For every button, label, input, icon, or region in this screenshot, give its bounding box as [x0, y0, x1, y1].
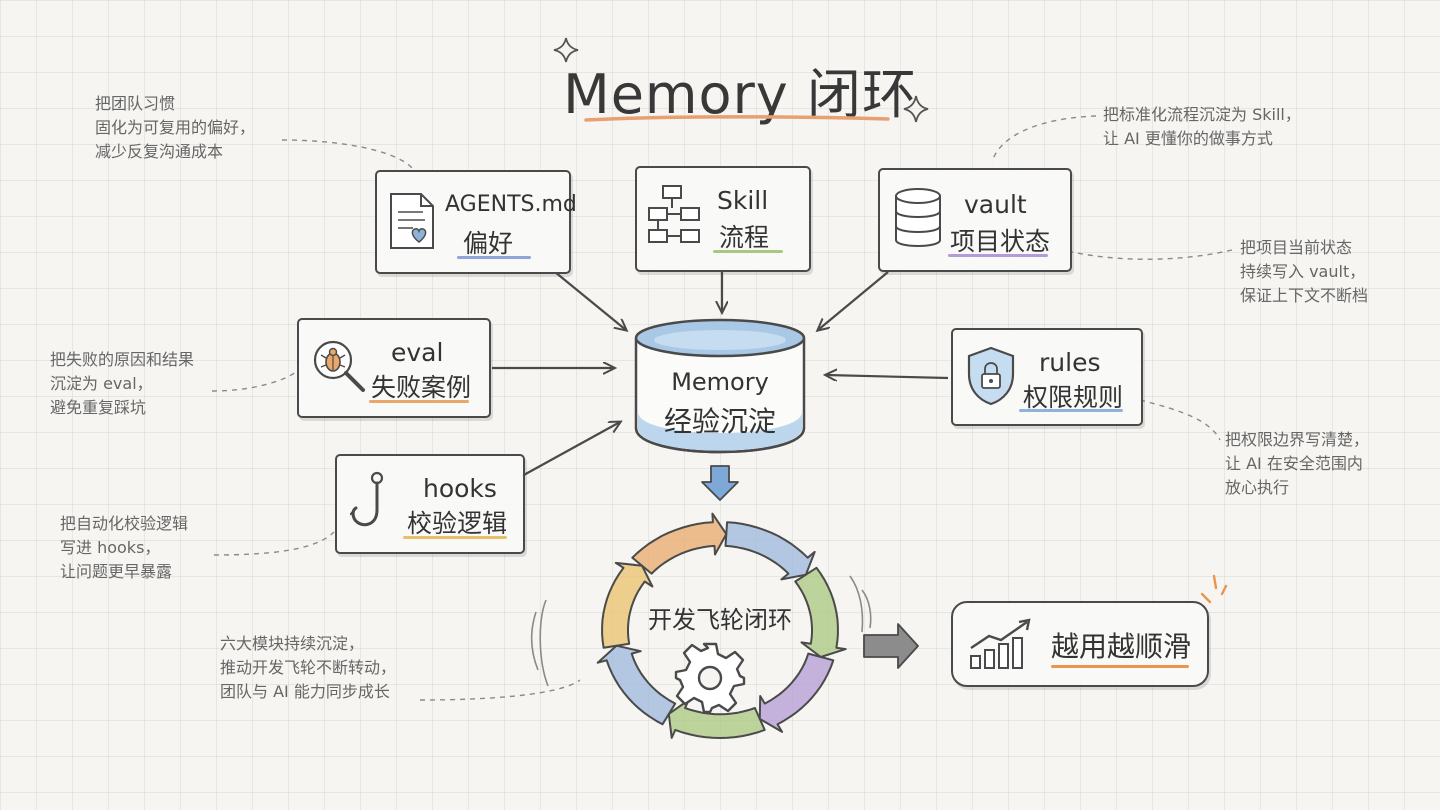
- note-hooks-line: 让问题更早暴露: [60, 562, 173, 581]
- flywheel-label: 开发飞轮闭环: [648, 606, 792, 634]
- note-eval-line: 避免重复踩坑: [50, 398, 147, 417]
- module-eval-underline: [369, 400, 469, 403]
- flowchart-icon: [648, 185, 700, 243]
- module-skill-subtitle: 流程: [719, 223, 770, 252]
- note-agents: 把团队习惯 固化为可复用的偏好， 减少反复沟通成本: [95, 92, 255, 164]
- document-heart-icon: [390, 193, 434, 249]
- shield-lock-icon: [967, 346, 1015, 406]
- leader-flywheel: [419, 679, 581, 701]
- module-agents-subtitle: 偏好: [463, 229, 514, 258]
- arrow-hooks-to-memory: [521, 422, 620, 477]
- sparkle-icon: [903, 95, 929, 123]
- note-eval-line: 沉淀为 eval，: [50, 374, 153, 393]
- arrow-memory-to-flywheel: [701, 465, 739, 501]
- module-vault: vault 项目状态: [878, 168, 1072, 272]
- note-hooks: 把自动化校验逻辑 写进 hooks， 让问题更早暴露: [60, 512, 188, 584]
- result-highlight-marks: [1200, 574, 1228, 604]
- flywheel-arrow-segment: [596, 644, 677, 726]
- motion-mark-right-1: [849, 575, 864, 633]
- module-skill-title: Skill: [717, 186, 769, 215]
- module-rules-underline: [1019, 409, 1123, 412]
- memory-label-en: Memory: [671, 368, 769, 396]
- memory-cylinder: [634, 318, 806, 454]
- flywheel-arrow-segment: [601, 561, 654, 649]
- flywheel-arrow-segment: [667, 699, 766, 739]
- note-eval: 把失败的原因和结果 沉淀为 eval， 避免重复踩坑: [50, 348, 194, 420]
- rising-chart-icon: [970, 618, 1031, 669]
- arrow-rules-to-memory: [826, 375, 949, 378]
- gear-icon: [674, 642, 746, 714]
- flywheel-ring: [596, 512, 847, 739]
- note-agents-line: 固化为可复用的偏好，: [95, 118, 256, 137]
- flywheel-arrow-segment: [724, 521, 816, 581]
- arrow-flywheel-to-result: [863, 623, 919, 669]
- title-underline: [584, 115, 890, 122]
- module-hooks-underline: [403, 536, 507, 539]
- leader-eval: [211, 371, 297, 392]
- arrow-vault-to-memory: [818, 271, 889, 330]
- note-hooks-line: 写进 hooks，: [60, 538, 161, 557]
- note-vault: 把项目当前状态 持续写入 vault， 保证上下文不断档: [1240, 236, 1368, 308]
- module-rules: rules 权限规则: [951, 328, 1143, 426]
- module-hooks: hooks 校验逻辑: [335, 454, 525, 554]
- module-rules-title: rules: [1039, 348, 1101, 377]
- module-vault-underline: [948, 254, 1048, 257]
- flywheel-arrow-segment: [758, 652, 835, 733]
- note-flywheel-line: 推动开发飞轮不断转动，: [220, 658, 397, 677]
- sparkle-icon: [553, 37, 579, 63]
- hook-icon: [349, 471, 384, 527]
- note-flywheel: 六大模块持续沉淀， 推动开发飞轮不断转动， 团队与 AI 能力同步成长: [220, 632, 396, 704]
- note-skill-line: 让 AI 更懂你的做事方式: [1103, 129, 1273, 148]
- module-vault-title: vault: [964, 190, 1027, 219]
- leader-vault: [1071, 249, 1233, 260]
- leader-hooks: [213, 531, 335, 556]
- module-agents: AGENTS.md 偏好: [375, 170, 577, 274]
- note-vault-line: 把项目当前状态: [1240, 238, 1353, 257]
- module-eval-title: eval: [391, 338, 444, 367]
- leader-skill: [991, 115, 1097, 163]
- note-flywheel-line: 六大模块持续沉淀，: [220, 634, 365, 653]
- module-rules-subtitle: 权限规则: [1023, 383, 1124, 412]
- note-flywheel-line: 团队与 AI 能力同步成长: [220, 682, 390, 701]
- flywheel-arrow-segment: [631, 512, 728, 575]
- module-agents-underline: [457, 256, 531, 259]
- module-eval-subtitle: 失败案例: [371, 373, 472, 402]
- result-label: 越用越顺滑: [1051, 630, 1192, 663]
- motion-mark-left-1: [539, 599, 549, 687]
- module-agents-title: AGENTS.md: [445, 192, 577, 217]
- note-rules-line: 把权限边界写清楚，: [1225, 430, 1370, 449]
- note-eval-line: 把失败的原因和结果: [50, 350, 195, 369]
- module-hooks-title: hooks: [423, 474, 497, 503]
- note-rules-line: 放心执行: [1225, 478, 1290, 497]
- bug-magnifier-icon: [313, 340, 365, 392]
- flywheel-arrow-segment: [794, 566, 847, 658]
- note-skill: 把标准化流程沉淀为 Skill， 让 AI 更懂你的做事方式: [1103, 103, 1301, 151]
- note-rules: 把权限边界写清楚， 让 AI 在安全范围内 放心执行: [1225, 428, 1369, 500]
- note-rules-line: 让 AI 在安全范围内: [1225, 454, 1363, 473]
- database-icon: [895, 188, 941, 247]
- motion-mark-right-2: [861, 589, 872, 629]
- result-box: 越用越顺滑: [951, 601, 1209, 687]
- module-eval: eval 失败案例: [297, 318, 491, 418]
- motion-mark-left-2: [530, 611, 539, 671]
- note-vault-line: 保证上下文不断档: [1240, 286, 1369, 305]
- module-skill-underline: [713, 250, 783, 253]
- module-skill: Skill 流程: [635, 166, 811, 272]
- leader-rules: [1139, 399, 1221, 441]
- note-hooks-line: 把自动化校验逻辑: [60, 514, 189, 533]
- result-underline: [1051, 665, 1189, 668]
- arrow-agents-to-memory: [554, 271, 626, 330]
- note-agents-line: 减少反复沟通成本: [95, 142, 224, 161]
- note-agents-line: 把团队习惯: [95, 94, 176, 113]
- leader-agents: [281, 139, 413, 169]
- memory-label-zh: 经验沉淀: [663, 405, 776, 438]
- note-vault-line: 持续写入 vault，: [1240, 262, 1366, 281]
- module-vault-subtitle: 项目状态: [950, 227, 1051, 256]
- note-skill-line: 把标准化流程沉淀为 Skill，: [1103, 105, 1301, 124]
- module-hooks-subtitle: 校验逻辑: [407, 509, 508, 538]
